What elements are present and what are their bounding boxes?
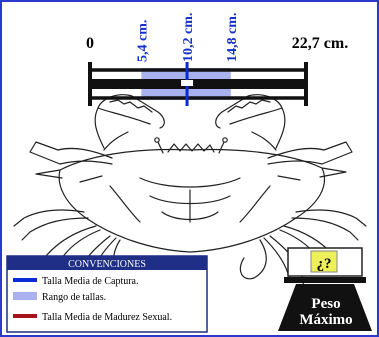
scale-min-label: 0 bbox=[86, 35, 94, 52]
legend-swatch-sexual-maturity bbox=[13, 314, 37, 318]
weight-title-line1: Peso bbox=[311, 296, 340, 312]
legend-swatch-size-range bbox=[13, 292, 37, 300]
weight-scale-pan bbox=[284, 277, 366, 283]
range-high-label: 14,8 cm. bbox=[225, 13, 240, 62]
legend-title: CONVENCIONES bbox=[68, 259, 146, 270]
legend-label-size-range: Rango de tallas. bbox=[42, 292, 106, 303]
mean-capture-label: 10,2 cm. bbox=[181, 13, 196, 62]
mean-capture-size-marker bbox=[181, 80, 193, 86]
legend-label-mean-capture: Talla Media de Captura. bbox=[42, 276, 138, 287]
legend: CONVENCIONES Talla Media de Captura. Ran… bbox=[7, 256, 207, 332]
weight-value: ¿? bbox=[317, 256, 332, 272]
range-low-label: 5,4 cm. bbox=[135, 20, 150, 62]
scale-center-bar bbox=[90, 79, 306, 89]
scale-max-label: 22,7 cm. bbox=[292, 35, 348, 52]
legend-swatch-mean-capture bbox=[13, 278, 37, 282]
weight-title-line2: Máximo bbox=[299, 312, 352, 328]
legend-label-sexual-maturity: Talla Media de Madurez Sexual. bbox=[42, 312, 172, 323]
